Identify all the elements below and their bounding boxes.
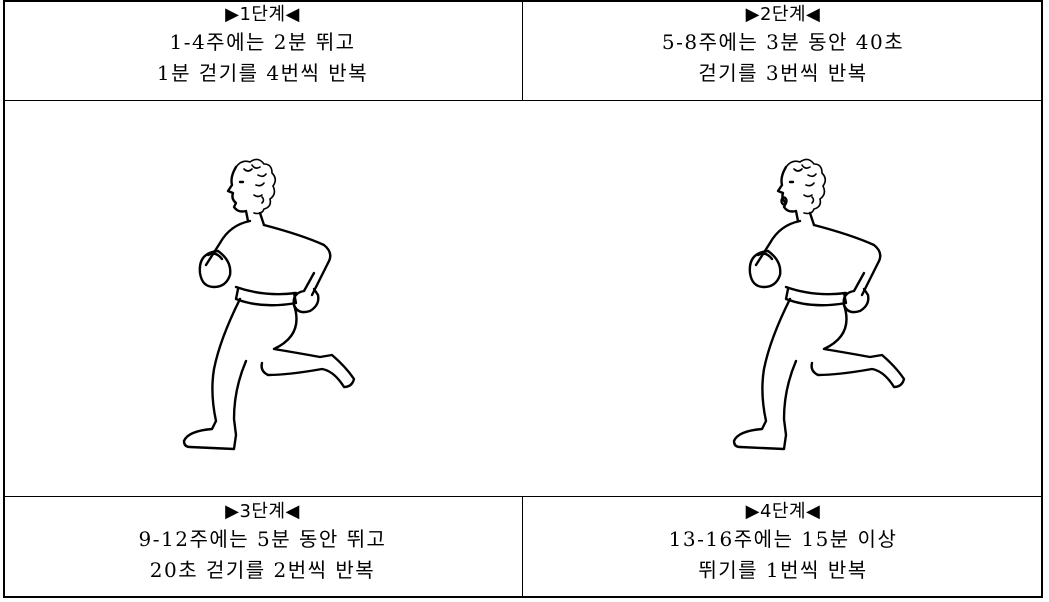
stage-3-line-1: 9-12주에는 5분 동안 뛰고 xyxy=(138,527,387,551)
stage-1-line-1: 1-4주에는 2분 뛰고 xyxy=(169,30,356,54)
stage-3-cell: ▶3단계◀ 9-12주에는 5분 동안 뛰고 20초 걷기를 2번씩 반복 xyxy=(3,497,522,598)
running-man-left-icon xyxy=(178,155,358,455)
stage-2-line-2: 걷기를 3번씩 반복 xyxy=(698,61,868,85)
stage-2-title: ▶2단계◀ xyxy=(745,4,821,25)
stage-1-cell: ▶1단계◀ 1-4주에는 2분 뛰고 1분 걷기를 4번씩 반복 xyxy=(3,0,522,100)
stage-4-line-1: 13-16주에는 15분 이상 xyxy=(668,527,898,551)
table-border xyxy=(3,0,1043,598)
stage-1-title: ▶1단계◀ xyxy=(225,4,300,25)
running-man-right-icon xyxy=(728,155,908,455)
stage-2-line-1: 5-8주에는 3분 동안 40초 xyxy=(661,30,905,54)
training-table: ▶1단계◀ 1-4주에는 2분 뛰고 1분 걷기를 4번씩 반복 ▶2단계◀ 5… xyxy=(3,0,1043,598)
stage-1-line-2: 1분 걷기를 4번씩 반복 xyxy=(156,61,369,85)
column-divider-bottom xyxy=(522,496,523,598)
stage-2-cell: ▶2단계◀ 5-8주에는 3분 동안 40초 걷기를 3번씩 반복 xyxy=(523,0,1043,100)
column-divider-top xyxy=(522,0,523,100)
stage-4-line-2: 뛰기를 1번씩 반복 xyxy=(698,558,868,582)
stage-4-cell: ▶4단계◀ 13-16주에는 15분 이상 뛰기를 1번씩 반복 xyxy=(523,497,1043,598)
stage-3-title: ▶3단계◀ xyxy=(225,501,300,522)
stage-4-title: ▶4단계◀ xyxy=(745,501,821,522)
row-divider-top xyxy=(3,100,1043,101)
stage-3-line-2: 20초 걷기를 2번씩 반복 xyxy=(149,558,376,582)
row-divider-bottom xyxy=(3,496,1043,497)
